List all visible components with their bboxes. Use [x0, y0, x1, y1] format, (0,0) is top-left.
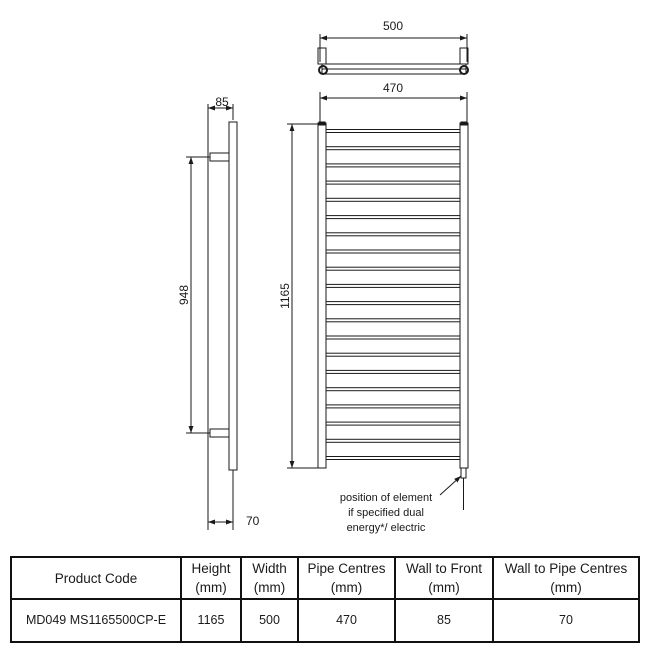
- ladder-rail: [325, 335, 461, 340]
- side-upright: [228, 121, 238, 471]
- right-cap: [460, 121, 468, 126]
- ladder-rail: [325, 456, 461, 460]
- ladder-rail: [325, 146, 461, 151]
- top-view: [317, 34, 469, 75]
- header-width: Width(mm): [240, 556, 299, 600]
- wall-bracket-left: [317, 47, 327, 65]
- wall-to-pipe-label: 70: [246, 514, 260, 528]
- header-wall-to-pipe-centres: Wall to Pipe Centres(mm): [492, 556, 640, 600]
- cell-wall-to-front: 85: [394, 598, 494, 643]
- ladder-rail: [325, 129, 461, 133]
- ladder-rail: [325, 421, 461, 426]
- bracket-centres-label: 948: [177, 285, 191, 305]
- cell-height: 1165: [180, 598, 242, 643]
- front-view: [287, 92, 469, 510]
- ladder-rail: [325, 249, 461, 254]
- ladder-rail: [325, 232, 461, 237]
- ladder-rail: [325, 387, 461, 392]
- header-height: Height(mm): [180, 556, 242, 600]
- element-leader-line: [439, 475, 462, 496]
- left-cap: [318, 121, 326, 126]
- header-product-code: Product Code: [10, 556, 182, 600]
- heating-element-head: [460, 467, 467, 479]
- ladder-rail: [325, 180, 461, 185]
- technical-drawing: 500 85 948 70 470 1165 position: [177, 19, 469, 534]
- width-dimension-label: 500: [383, 19, 403, 33]
- ladder-rail: [325, 266, 461, 271]
- pipe-end-left: [318, 65, 328, 75]
- ladder-rail: [325, 318, 461, 323]
- ladder-rail: [325, 301, 461, 306]
- table-row: MD049 MS1165500CP-E 1165 500 470 85 70: [10, 598, 640, 643]
- pipe-centres-label: 470: [383, 81, 403, 95]
- element-note-line-3: energy*/ electric: [347, 522, 426, 534]
- lower-wall-bracket: [209, 428, 230, 438]
- wall-to-front-label: 85: [215, 95, 229, 109]
- pipe-end-right: [459, 65, 469, 75]
- ladder-rail: [325, 404, 461, 409]
- right-upright: [459, 122, 469, 469]
- ladder-rail: [325, 369, 461, 374]
- header-pipe-centres: Pipe Centres(mm): [297, 556, 396, 600]
- cell-pipe-centres: 470: [297, 598, 396, 643]
- element-note-line-2: if specified dual: [348, 507, 424, 519]
- specification-table: Product Code Height(mm) Width(mm) Pipe C…: [10, 556, 640, 643]
- left-upright: [317, 122, 327, 469]
- ladder-rail: [325, 163, 461, 168]
- cell-width: 500: [240, 598, 299, 643]
- table-header-row: Product Code Height(mm) Width(mm) Pipe C…: [10, 556, 640, 600]
- upper-wall-bracket: [209, 152, 230, 162]
- cell-wall-to-pipe-centres: 70: [492, 598, 640, 643]
- ladder-rail: [325, 352, 461, 357]
- ladder-rail: [325, 215, 461, 220]
- ladder-rail: [325, 197, 461, 202]
- ladder-rails: [325, 129, 461, 460]
- side-view: [186, 104, 238, 530]
- element-note-line-1: position of element: [340, 492, 432, 504]
- overall-height-label: 1165: [278, 283, 292, 309]
- header-wall-to-front: Wall to Front(mm): [394, 556, 494, 600]
- ladder-rail: [325, 283, 461, 288]
- cell-product-code: MD049 MS1165500CP-E: [10, 598, 182, 643]
- ladder-rail: [325, 438, 461, 443]
